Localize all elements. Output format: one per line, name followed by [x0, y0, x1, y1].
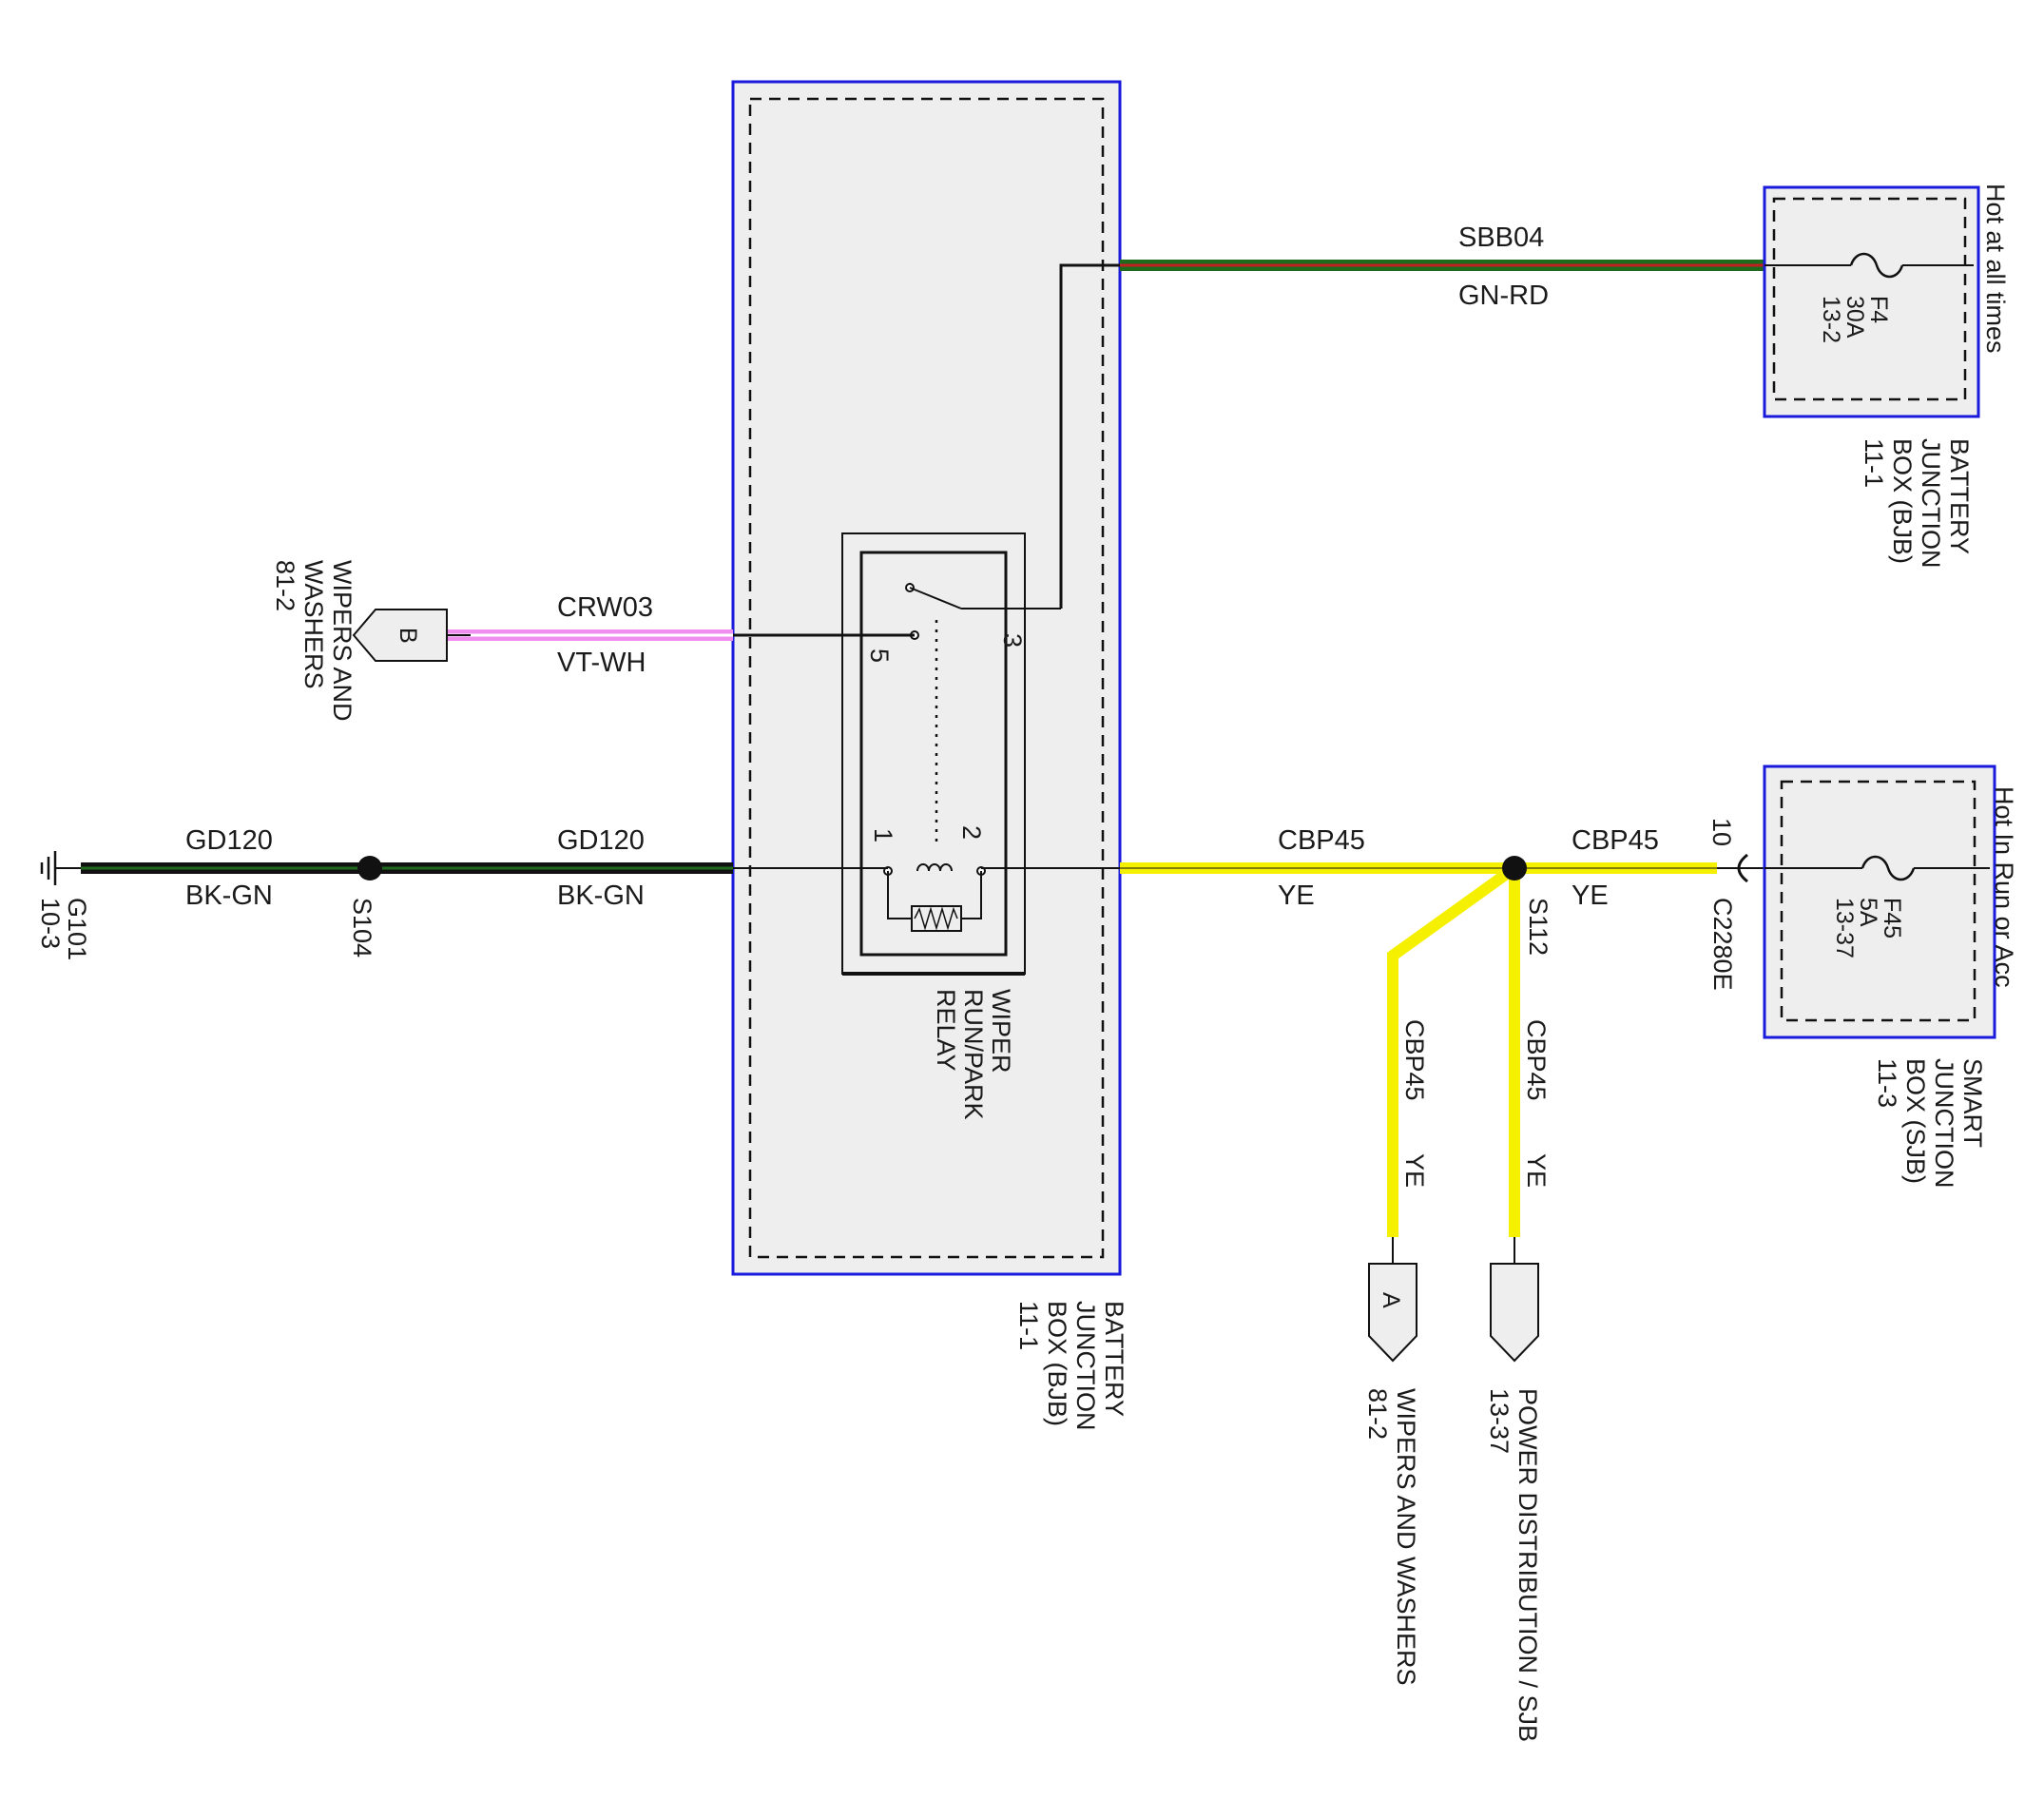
wire-crw03: CRW03 VT-WH [447, 592, 915, 678]
crw03-color-label: VT-WH [557, 648, 646, 678]
relay-resistor-zigzag [914, 906, 958, 931]
relay-pin-3: 3 [998, 633, 1027, 648]
wire-gd120: GD120 BK-GN GD120 BK-GN [81, 825, 1120, 911]
sbb04-circuit-label: SBB04 [1458, 223, 1544, 253]
relay-label: WIPER RUN/PARK RELAY [932, 989, 1015, 1127]
relay-switch-blade [909, 587, 962, 610]
bjb-fuse-box-label: BATTERY JUNCTION BOX (BJB) 11-1 [1860, 438, 1974, 575]
sjb-fuse-box: F45 5A 13-37 Hot In Run or Acc SMART JUN… [1763, 764, 2018, 1195]
f45-fuse-symbol [1861, 855, 1916, 881]
splice-s112-label: S112 [1524, 898, 1552, 956]
relay-coil-winding [916, 863, 953, 872]
bjb-module-border [731, 80, 1122, 1276]
cbp45-main-color-label: YE [1278, 880, 1315, 911]
c2280e-pin-label: 10 [1707, 818, 1736, 846]
sjb-hot-in-run-or-acc: Hot In Run or Acc [1990, 786, 2018, 988]
bjb-module-label: BATTERY JUNCTION BOX (BJB) 11-1 [1014, 1301, 1128, 1438]
f45-label: F45 5A 13-37 [1831, 898, 1905, 958]
bjb-module-dashed-boundary [748, 97, 1105, 1259]
wire-sbb04: SBB04 GN-RD [1059, 223, 1764, 609]
connector-b-letter: B [395, 628, 421, 644]
relay-pin-1: 1 [869, 828, 897, 842]
relay-pin-2: 2 [957, 825, 986, 840]
splice-s104-label: S104 [348, 898, 376, 958]
crw03-circuit-label: CRW03 [557, 592, 653, 623]
connector-a-symbol [1368, 1263, 1417, 1363]
sjb-fuse-box-label: SMART JUNCTION BOX (SJB) 11-3 [1873, 1058, 1987, 1195]
cbp45-branch-pd-color-label: YE [1522, 1153, 1551, 1188]
relay-inner-frame [859, 551, 1008, 957]
splice-s104: S104 [348, 856, 382, 958]
cbp45-main-circuit-label: CBP45 [1278, 825, 1365, 856]
power-distribution-symbol [1490, 1263, 1539, 1363]
power-distribution-reference: POWER DISTRIBUTION / SJB 13-37 [1485, 1237, 1542, 1750]
relay-pin-5: 5 [865, 648, 894, 663]
ground-g101: G101 10-3 [36, 851, 91, 968]
splice-s112: S112 [1502, 856, 1552, 956]
relay-suppression-resistor [911, 905, 962, 932]
f4-fuse-symbol [1849, 252, 1904, 279]
gd120-right-color-label: BK-GN [557, 880, 645, 911]
wipers-and-washers-b-label: WIPERS AND WASHERS 81-2 [271, 560, 357, 728]
connector-a-reference: A WIPERS AND WASHERS 81-2 [1363, 1237, 1420, 1693]
sjb-fuse-box-dashed-boundary [1780, 780, 1977, 1022]
connector-c2280e: 10 C2280E [1707, 818, 1764, 991]
bjb-fuse-box-dashed-boundary [1772, 197, 1967, 401]
ground-label: G101 10-3 [36, 898, 91, 968]
wire-cbp45: CBP45 YE CBP45 YE CBP45 YE CBP45 YE [1120, 825, 1717, 1237]
splice-s104-dot [357, 856, 382, 880]
f4-label: F4 30A 13-2 [1818, 296, 1892, 343]
gd120-left-circuit-label: GD120 [185, 825, 273, 856]
c2280e-symbol [1737, 853, 1748, 883]
bjb-fuse-box: F4 30A 13-2 Hot at all times BATTERY JUN… [1763, 184, 2010, 575]
bjb-fuse-box-border [1763, 185, 1980, 418]
cbp45-sjb-circuit-label: CBP45 [1572, 825, 1659, 856]
cbp45-branch-a-circuit-label: CBP45 [1400, 1019, 1429, 1101]
gd120-right-circuit-label: GD120 [557, 825, 645, 856]
power-distribution-label: POWER DISTRIBUTION / SJB 13-37 [1485, 1388, 1542, 1750]
c2280e-name-label: C2280E [1708, 898, 1737, 991]
bjb-hot-at-all-times: Hot at all times [1981, 184, 2010, 354]
connector-a-letter: A [1378, 1292, 1404, 1308]
bjb-module: BATTERY JUNCTION BOX (BJB) 11-1 [731, 80, 1128, 1438]
sbb04-color-label: GN-RD [1458, 281, 1549, 311]
relay-pin3-internal-wire [1059, 263, 1120, 609]
cbp45-sjb-color-label: YE [1572, 880, 1609, 911]
cbp45-branch-pd-circuit-label: CBP45 [1522, 1019, 1551, 1101]
splice-s112-dot [1502, 856, 1527, 880]
connector-b-reference: B WIPERS AND WASHERS 81-2 [271, 560, 448, 728]
wipers-and-washers-a-label: WIPERS AND WASHERS 81-2 [1363, 1388, 1420, 1693]
connector-b-symbol [352, 609, 448, 662]
sjb-fuse-box-border [1763, 764, 1996, 1039]
gd120-left-color-label: BK-GN [185, 880, 273, 911]
relay-suppression-resistor-wires [887, 871, 982, 919]
cbp45-branch-a-color-label: YE [1400, 1153, 1429, 1188]
cbp45-branch-a-outer [1387, 863, 1518, 1237]
